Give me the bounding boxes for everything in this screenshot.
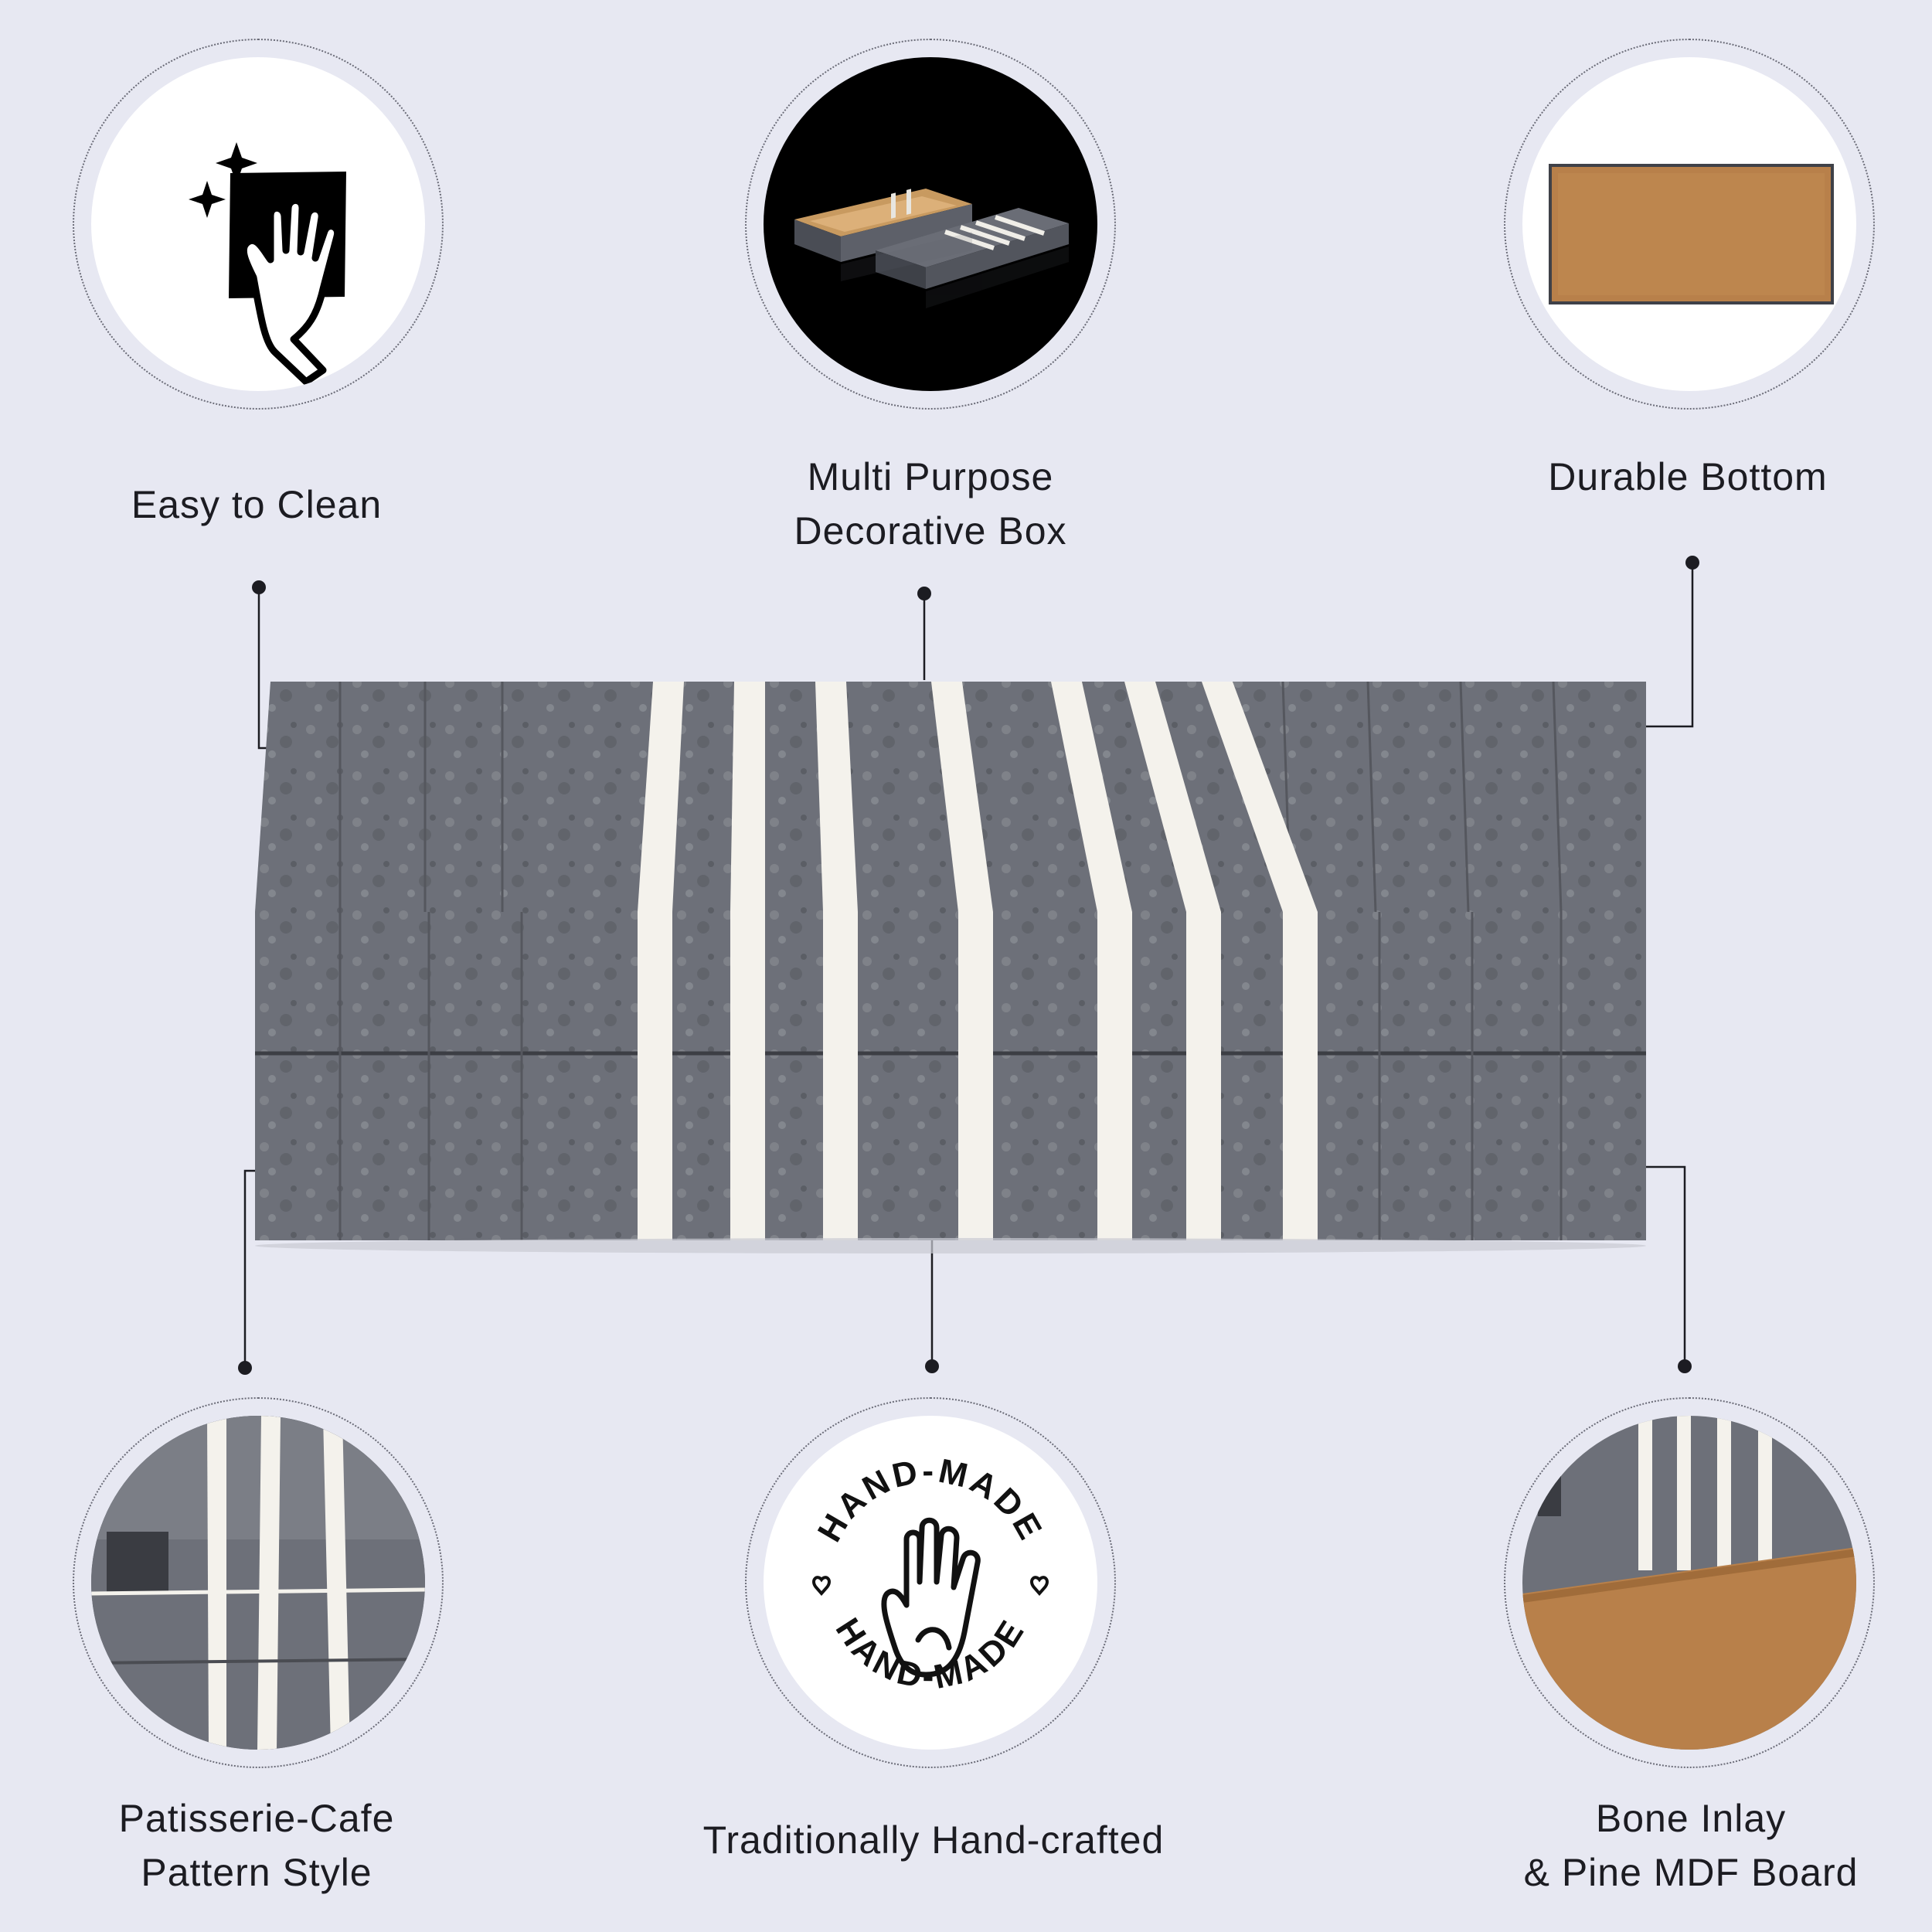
handcrafted-circle: HAND-MADE HAND-MADE	[745, 1397, 1116, 1768]
pattern-closeup-photo	[91, 1416, 425, 1750]
open-palm-icon	[881, 1517, 981, 1678]
multi-purpose-label: Multi Purpose Decorative Box	[660, 450, 1201, 558]
pattern-circle	[73, 1397, 444, 1768]
dot-multi-purpose	[917, 587, 931, 600]
dark-tile	[107, 1532, 168, 1594]
badge-text-top: HAND-MADE	[811, 1452, 1047, 1549]
pattern-label-line2: Pattern Style	[141, 1851, 372, 1894]
svg-text:HAND-MADE: HAND-MADE	[828, 1611, 1033, 1696]
badge-text-bottom: HAND-MADE	[828, 1611, 1030, 1696]
connector-material	[1646, 1165, 1686, 1366]
multi-purpose-circle	[745, 39, 1116, 410]
box-shadow	[255, 1238, 1646, 1253]
heart-icon-right	[1030, 1576, 1049, 1597]
pine-board-edge	[1522, 1547, 1856, 1750]
durable-bottom-circle	[1504, 39, 1875, 410]
dot-durable-bottom	[1685, 556, 1699, 570]
handcrafted-label: Traditionally Hand-crafted	[702, 1818, 1165, 1862]
material-circle	[1504, 1397, 1875, 1768]
easy-clean-label: Easy to Clean	[131, 483, 383, 526]
dot-material	[1678, 1359, 1692, 1373]
easy-clean-circle	[73, 39, 444, 410]
material-label: Bone Inlay & Pine MDF Board	[1420, 1791, 1932, 1900]
easy-clean-image	[91, 57, 425, 391]
front-inlay-stripes	[638, 912, 1318, 1240]
dot-handcrafted	[925, 1359, 939, 1373]
striped-box-product	[255, 681, 1646, 1253]
multi-purpose-label-line2: Decorative Box	[794, 509, 1067, 553]
handmade-badge: HAND-MADE HAND-MADE	[764, 1416, 1097, 1750]
box-lid	[876, 208, 1069, 289]
material-closeup-photo	[1522, 1416, 1856, 1750]
pattern-label-line1: Patisserie-Cafe	[118, 1797, 395, 1840]
dot-pattern	[238, 1361, 252, 1375]
open-box-photo	[764, 57, 1097, 391]
hand-wiping-cloth-icon	[229, 172, 346, 386]
box-bottom-photo	[1522, 57, 1856, 391]
multi-purpose-label-line1: Multi Purpose	[807, 455, 1054, 498]
box-front-face	[255, 912, 1646, 1240]
material-label-line2: & Pine MDF Board	[1523, 1851, 1859, 1894]
pattern-label: Patisserie-Cafe Pattern Style	[0, 1791, 527, 1900]
sparkle-icon	[189, 142, 257, 218]
box-reflection	[841, 232, 1069, 308]
dot-easy-clean	[252, 580, 266, 594]
svg-text:HAND-MADE: HAND-MADE	[811, 1452, 1050, 1549]
durable-bottom-label: Durable Bottom	[1548, 455, 1828, 498]
open-box-base	[794, 189, 972, 262]
heart-icon-left	[812, 1576, 831, 1597]
material-label-line1: Bone Inlay	[1595, 1797, 1787, 1840]
lid-inlay-stripes	[638, 682, 1318, 912]
